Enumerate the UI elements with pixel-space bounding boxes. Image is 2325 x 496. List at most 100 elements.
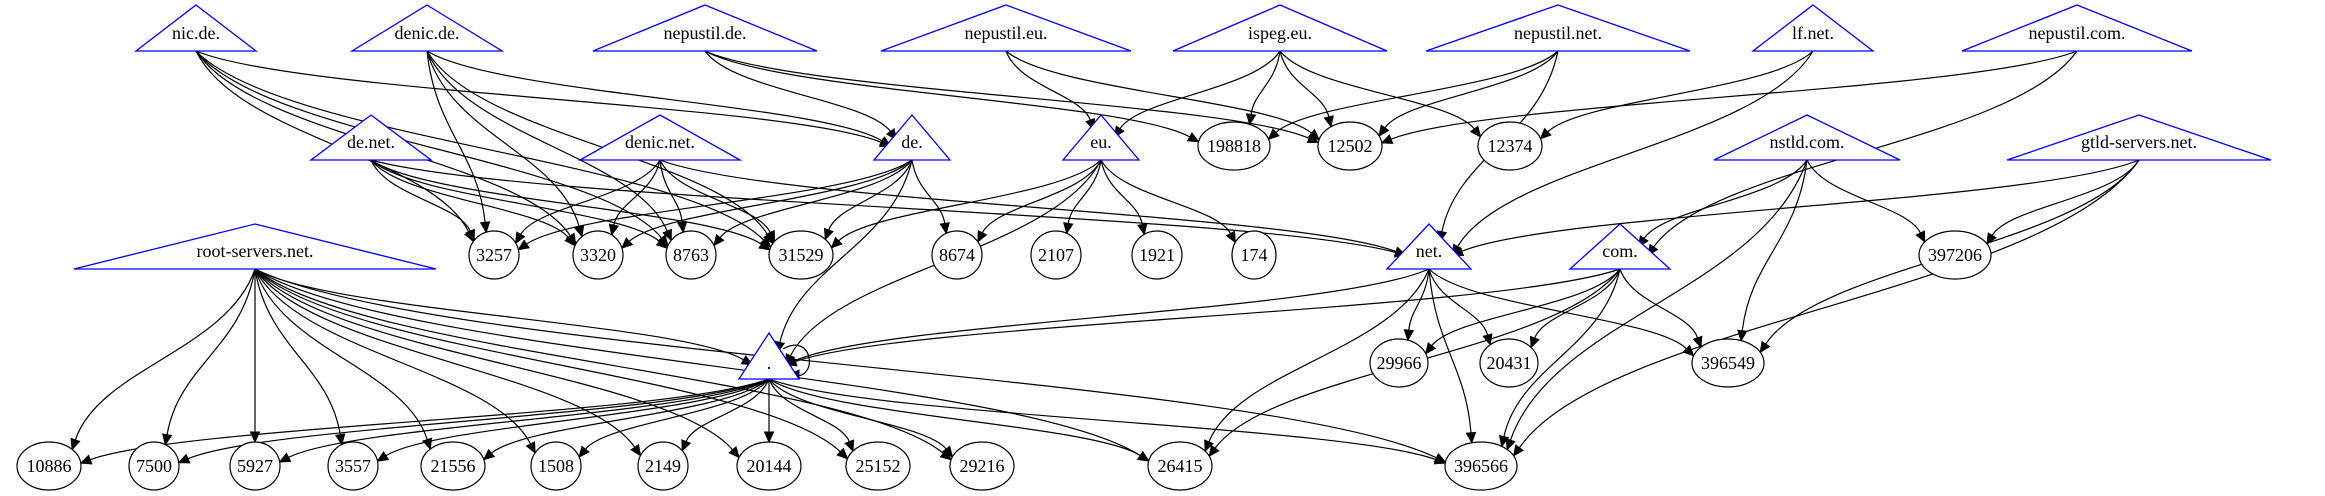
asn-node-20431[interactable]: 20431 <box>1479 338 1539 388</box>
zone-node-root-servers-net[interactable]: root-servers.net. <box>73 223 437 270</box>
arrowhead <box>662 228 672 242</box>
asn-ellipse <box>1231 230 1277 280</box>
edge-line <box>426 50 883 142</box>
edge-line <box>370 159 660 242</box>
zone-node-nstld-com[interactable]: nstld.com. <box>1713 114 1901 161</box>
asn-node-7500[interactable]: 7500 <box>128 441 180 491</box>
asn-node-20144[interactable]: 20144 <box>736 441 802 491</box>
edge-com-to-29966 <box>1424 268 1621 355</box>
zone-node-de-net[interactable]: de.net. <box>309 114 433 161</box>
asn-node-1508[interactable]: 1508 <box>530 441 582 491</box>
asn-node-397206[interactable]: 397206 <box>1918 230 1992 280</box>
zone-node-nepustil-net[interactable]: nepustil.net. <box>1425 4 1691 52</box>
zone-triangle <box>2006 114 2272 161</box>
asn-node-2149[interactable]: 2149 <box>637 441 689 491</box>
zone-node-denic-de[interactable]: denic.de. <box>349 4 505 52</box>
edge-line <box>1275 50 1559 133</box>
asn-node-25152[interactable]: 25152 <box>845 441 911 491</box>
zone-node-nic-de[interactable]: nic.de. <box>134 4 258 52</box>
edge-line <box>1250 50 1281 115</box>
zone-node-nepustil-de[interactable]: nepustil.de. <box>592 4 818 52</box>
arrowhead <box>977 230 988 243</box>
arrowhead <box>278 452 292 463</box>
arrowhead <box>1063 222 1074 235</box>
edge-line <box>426 50 580 228</box>
arrowhead <box>1682 344 1695 357</box>
edge-line <box>628 159 913 242</box>
asn-node-10886[interactable]: 10886 <box>16 441 82 491</box>
edge-root-to-5927 <box>278 378 770 463</box>
zone-node-nepustil-eu[interactable]: nepustil.eu. <box>880 4 1132 52</box>
asn-node-3320[interactable]: 3320 <box>572 230 624 280</box>
edge-line <box>981 159 1102 234</box>
zone-node-denic-net[interactable]: denic.net. <box>577 114 743 161</box>
asn-node-198818[interactable]: 198818 <box>1197 121 1271 171</box>
zone-node-lf-net[interactable]: lf.net. <box>1751 4 1875 52</box>
arrowhead <box>1186 132 1200 143</box>
asn-label: 10886 <box>27 456 72 476</box>
asn-node-21556[interactable]: 21556 <box>420 441 486 491</box>
asn-node-31529[interactable]: 31529 <box>768 230 834 280</box>
arrowhead <box>465 228 475 242</box>
edge-denic-de-to-8763 <box>426 50 672 242</box>
edge-root-to-21556 <box>482 378 770 461</box>
asn-ellipse <box>229 441 281 491</box>
edge-line <box>195 50 882 143</box>
edge-root-servers-net-to-25152 <box>254 268 849 460</box>
asn-node-29216[interactable]: 29216 <box>949 441 1015 491</box>
asn-node-2107[interactable]: 2107 <box>1030 230 1082 280</box>
edge-line <box>1428 268 1472 433</box>
asn-node-8674[interactable]: 8674 <box>931 230 983 280</box>
zone-triangle <box>872 113 952 161</box>
asn-node-8763[interactable]: 8763 <box>665 230 717 280</box>
asn-node-12502[interactable]: 12502 <box>1317 121 1383 171</box>
arrowhead <box>574 225 585 238</box>
edge-line <box>1100 159 1232 234</box>
asn-node-396566[interactable]: 396566 <box>1444 441 1518 491</box>
zone-node-de[interactable]: de. <box>872 113 952 161</box>
arrowhead <box>1498 434 1510 448</box>
asn-node-174[interactable]: 174 <box>1231 230 1277 280</box>
nodes-layer: nic.de. denic.de. nepustil.de. nepustil.eu.… <box>16 4 2272 491</box>
zone-node-eu[interactable]: eu. <box>1061 113 1141 161</box>
asn-node-3557[interactable]: 3557 <box>327 441 379 491</box>
edge-com-to-20431 <box>1529 268 1621 349</box>
zone-triangle <box>134 4 258 52</box>
asn-node-12374[interactable]: 12374 <box>1477 121 1543 171</box>
zone-label: nstld.com. <box>1770 132 1845 152</box>
edge-line <box>1390 50 2078 140</box>
zone-label: gtld-servers.net. <box>2081 132 2197 152</box>
zone-label: nic.de. <box>172 23 220 43</box>
asn-node-29966[interactable]: 29966 <box>1369 338 1429 388</box>
zone-node-ispeg-eu[interactable]: ispeg.eu. <box>1172 4 1388 52</box>
asn-label: 1921 <box>1139 245 1175 265</box>
zone-node-nepustil-com[interactable]: nepustil.com. <box>1961 4 2193 52</box>
edge-denic-net-to-3320 <box>608 159 661 237</box>
edge-denic-net-to-31529 <box>659 159 775 243</box>
arrowhead <box>1403 329 1415 342</box>
asn-node-1921[interactable]: 1921 <box>1131 230 1183 280</box>
zone-label: nepustil.de. <box>664 23 747 43</box>
arrowhead <box>1759 340 1771 354</box>
asn-node-26415[interactable]: 26415 <box>1147 441 1213 491</box>
edge-net-to-396549 <box>1428 268 1695 357</box>
asn-node-396549[interactable]: 396549 <box>1691 338 1765 388</box>
zone-triangle <box>1713 114 1901 161</box>
edge-line <box>254 268 734 451</box>
asn-node-5927[interactable]: 5927 <box>229 441 281 491</box>
arrowhead <box>517 239 531 251</box>
edge-line <box>426 50 769 236</box>
zone-node-gtld-servers-net[interactable]: gtld-servers.net. <box>2006 114 2272 161</box>
edge-line <box>370 159 762 245</box>
edge-line <box>1431 268 1621 347</box>
asn-label: 3557 <box>335 456 371 476</box>
zone-node-net[interactable]: net. <box>1385 223 1473 270</box>
zone-node-com[interactable]: com. <box>1568 223 1672 270</box>
edge-line <box>1741 159 1808 331</box>
edge-line <box>1619 268 1699 338</box>
arrowhead <box>655 237 668 249</box>
zone-node-root[interactable]: . <box>737 331 801 380</box>
asn-node-3257[interactable]: 3257 <box>468 230 520 280</box>
edge-gtld-servers-net-to-397206 <box>1986 159 2140 246</box>
asn-ellipse <box>1691 338 1765 388</box>
